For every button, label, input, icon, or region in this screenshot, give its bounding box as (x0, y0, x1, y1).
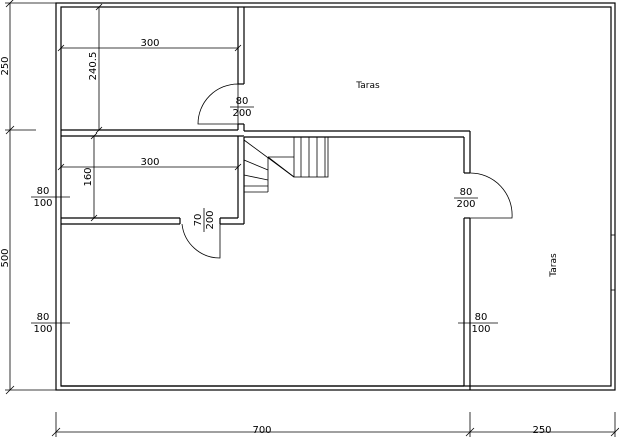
outer-walls (55, 2, 616, 391)
dim-room2-height: 160 (83, 167, 94, 186)
window-left-upper-height: 100 (33, 198, 52, 209)
window-right-inner-width: 80 (475, 312, 488, 323)
door-room2-width: 70 (193, 214, 204, 227)
interior-walls (61, 7, 471, 390)
dim-bottom-left: 700 (252, 425, 271, 436)
door-room1-width: 80 (236, 96, 249, 107)
window-left-lower-height: 100 (33, 324, 52, 335)
window-left-lower-width: 80 (37, 312, 50, 323)
dim-room1-width: 300 (140, 38, 159, 49)
door-room1-height: 200 (232, 108, 251, 119)
dim-left-bottom: 500 (0, 248, 11, 267)
door-swing-main (469, 172, 513, 219)
door-swing-room2 (181, 223, 221, 259)
dimension-lines (5, 0, 619, 437)
windows (55, 185, 615, 345)
dim-room1-height: 240.5 (88, 52, 99, 81)
dim-left-top: 250 (0, 56, 11, 75)
room-terrace-top: Taras (355, 81, 380, 91)
door-swing-room1 (197, 83, 239, 125)
window-right-inner-height: 100 (471, 324, 490, 335)
staircase (243, 136, 329, 193)
door-swings (181, 83, 513, 259)
dim-bottom-right: 250 (532, 425, 551, 436)
dim-room2-width: 300 (140, 157, 159, 168)
door-room2-height: 200 (205, 210, 216, 229)
door-main-height: 200 (456, 199, 475, 210)
door-main-width: 80 (460, 187, 473, 198)
window-left-upper-width: 80 (37, 186, 50, 197)
room-terrace-right: Taras (549, 253, 559, 278)
